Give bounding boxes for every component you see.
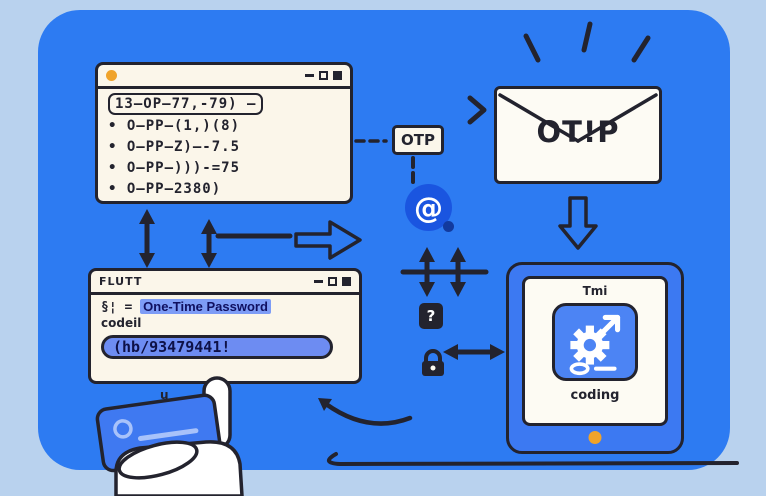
flutter-window-title: FLUTT (99, 275, 143, 288)
code-line: • O—PP—2380) (108, 181, 222, 197)
tablet-device: Tmi (506, 262, 684, 454)
line-prefix: §¦ = (101, 300, 141, 315)
tablet-caption: coding (570, 388, 620, 403)
flutter-window-titlebar: FLUTT (91, 271, 359, 295)
hand-holding-card (95, 376, 244, 496)
tablet-title: Tmi (582, 284, 608, 298)
home-button-icon[interactable] (588, 431, 602, 444)
window-dot-icon (106, 70, 117, 81)
close-icon[interactable] (333, 71, 342, 80)
code-line: • O—PP—(1,)(8) (108, 118, 241, 134)
otp-input-field[interactable]: (hb/93479441! (101, 335, 333, 359)
at-badge-dot (443, 221, 454, 232)
line-suffix: codeil (101, 316, 142, 330)
line-highlight: One-Time Password (140, 299, 271, 314)
close-icon[interactable] (342, 277, 351, 286)
lock-icon (422, 349, 444, 376)
code-body: 13—OP—77,-79) — • O—PP—(1,)(8) • O—PP—Z)… (98, 89, 350, 204)
restore-icon[interactable] (319, 71, 328, 80)
code-window-titlebar (98, 65, 350, 89)
gear-arrow-icon (569, 314, 621, 376)
settings-app-icon[interactable] (552, 303, 638, 381)
question-badge: ? (419, 303, 443, 329)
thumb (117, 440, 199, 480)
restore-icon[interactable] (328, 277, 337, 286)
at-symbol-text: @ (414, 190, 443, 225)
tablet-screen: Tmi (522, 276, 668, 426)
envelope-label: OT!P (536, 115, 620, 149)
code-line: • O—PP—Z)—-7.5 (108, 139, 241, 155)
envelope-icon: OT!P (494, 86, 662, 184)
code-line: • O—PP—)))-=75 (108, 160, 241, 176)
minimize-icon[interactable] (305, 74, 314, 77)
code-line-boxed: 13—OP—77,-79) — (108, 93, 264, 115)
envelope-flap-lines (498, 93, 658, 143)
stray-glyph: u (160, 388, 169, 402)
code-editor-window: 13—OP—77,-79) — • O—PP—(1,)(8) • O—PP—Z)… (95, 62, 353, 204)
flutter-body: §¦ = One-Time Password codeil (hb/934794… (91, 295, 359, 363)
at-symbol-icon: @ (405, 184, 454, 232)
otp-label-box: OTP (392, 125, 444, 155)
minimize-icon[interactable] (314, 280, 323, 283)
flutter-app-window: FLUTT §¦ = One-Time Password codeil (hb/… (88, 268, 362, 384)
otp-description-line: §¦ = One-Time Password (101, 299, 349, 315)
